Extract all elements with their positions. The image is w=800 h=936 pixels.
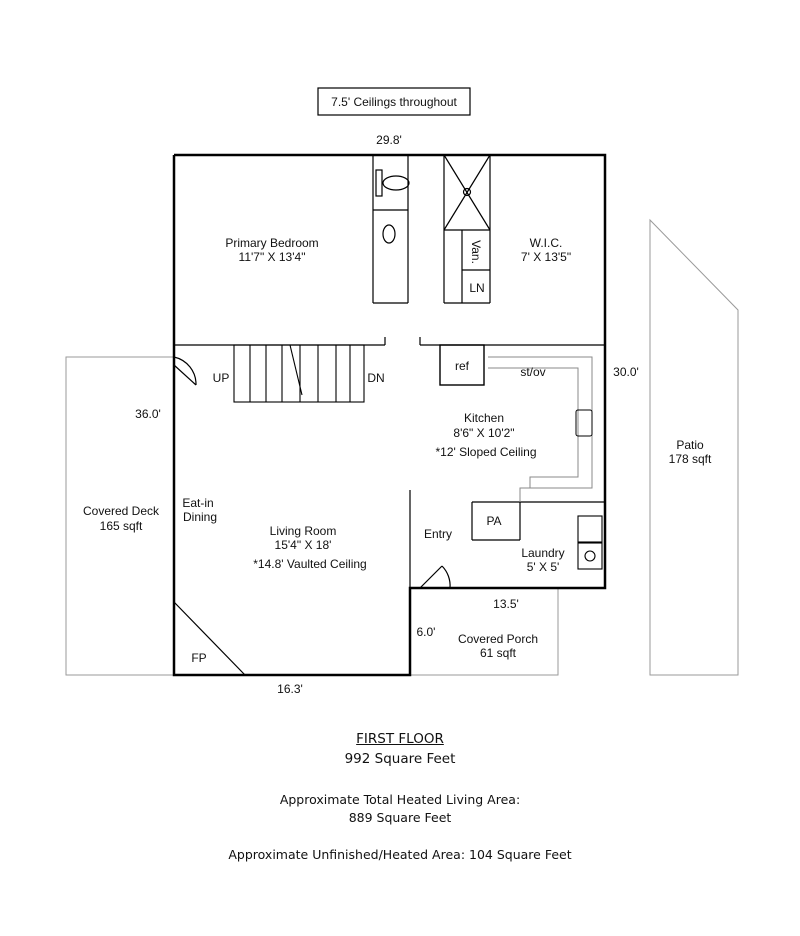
refrigerator: [439, 344, 485, 386]
linen-label: LN: [469, 281, 484, 295]
shower-drain-icon: [462, 187, 472, 197]
patio-area: 178 sqft: [669, 452, 712, 466]
patio-label: Patio: [676, 438, 704, 452]
bath-fixtures: [375, 154, 491, 244]
dimension-bottom: 16.3': [277, 682, 303, 696]
wic-label: W.I.C.: [530, 236, 563, 250]
house-outline: [172, 153, 607, 677]
entry-label: Entry: [424, 527, 452, 541]
toilet-tank: [375, 169, 383, 197]
washer-dryer: [577, 515, 603, 570]
unfinished-area: Approximate Unfinished/Heated Area: 104 …: [228, 847, 572, 862]
eat-in-label-1: Eat-in: [182, 496, 213, 510]
living-room-size: 15'4" X 18': [275, 538, 332, 552]
dryer-icon: [577, 515, 603, 543]
vanity-label: Van.: [469, 240, 483, 264]
exterior-walls: [172, 153, 607, 677]
floor-plan: 7.5' Ceilings throughout: [65, 87, 739, 696]
covered-deck-area: 165 sqft: [100, 519, 143, 533]
kitchen-sink: [575, 409, 593, 437]
ref-label: ref: [455, 359, 470, 373]
dimension-top: 29.8': [376, 133, 402, 147]
kitchen-counters: [488, 356, 593, 502]
pa-label: PA: [486, 514, 501, 528]
outdoor-outlines: [65, 218, 739, 676]
stairs-up-label: UP: [213, 371, 230, 385]
dimension-right: 30.0': [613, 365, 639, 379]
laundry-label: Laundry: [521, 546, 564, 560]
floor-title: FIRST FLOOR: [356, 731, 444, 747]
stove-label: st/ov: [520, 365, 545, 379]
stairs-down-label: DN: [367, 371, 384, 385]
heated-area-value: 889 Square Feet: [348, 810, 452, 825]
washer-icon: [577, 542, 603, 570]
primary-bedroom-label: Primary Bedroom: [225, 236, 318, 250]
ceiling-note: 7.5' Ceilings throughout: [331, 95, 457, 109]
toilet-icon: [382, 175, 410, 191]
kitchen-label: Kitchen: [464, 411, 504, 425]
dimension-left: 36.0': [135, 407, 161, 421]
laundry-size: 5' X 5': [527, 560, 560, 574]
covered-porch-area: 61 sqft: [480, 646, 517, 660]
floor-area: 992 Square Feet: [344, 751, 456, 767]
covered-deck-label: Covered Deck: [83, 504, 160, 518]
staircase: [233, 344, 365, 403]
heated-area-label: Approximate Total Heated Living Area:: [279, 792, 521, 807]
ceiling-note-box: [317, 87, 471, 116]
kitchen-size: 8'6" X 10'2": [453, 426, 514, 440]
primary-bedroom-size: 11'7" X 13'4": [239, 250, 306, 264]
sink-icon: [382, 224, 396, 244]
covered-deck-outline: [65, 356, 174, 676]
interior-walls: [173, 155, 605, 676]
eat-in-label-2: Dining: [183, 510, 217, 524]
dimension-porch-depth: 6.0': [417, 625, 436, 639]
fp-label: FP: [191, 651, 206, 665]
wic-size: 7' X 13'5": [521, 250, 571, 264]
kitchen-note: *12' Sloped Ceiling: [435, 445, 536, 459]
covered-porch-label: Covered Porch: [458, 632, 538, 646]
living-room-label: Living Room: [270, 524, 337, 538]
covered-porch-outline: [410, 588, 559, 676]
living-room-note: *14.8' Vaulted Ceiling: [253, 557, 366, 571]
patio-outline: [649, 218, 739, 676]
dimension-porch-width: 13.5': [493, 597, 519, 611]
